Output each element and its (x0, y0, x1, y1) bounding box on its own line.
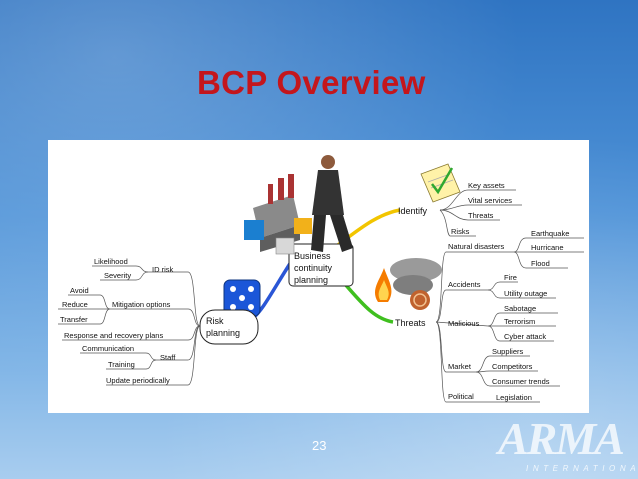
risk-planning-node[interactable]: Risk planning (199, 309, 259, 345)
risk-item[interactable]: Likelihood (94, 257, 128, 266)
threats-node[interactable]: Threats (395, 318, 426, 328)
identify-node[interactable]: Identify (398, 206, 428, 216)
threat-item[interactable]: Sabotage (504, 304, 536, 313)
risk-item[interactable]: Training (108, 360, 135, 369)
risk-category[interactable]: ID risk (152, 265, 173, 274)
page-number: 23 (312, 438, 327, 453)
threat-item[interactable]: Legislation (496, 393, 532, 402)
threat-item[interactable]: Consumer trends (492, 377, 550, 386)
threats-subbranches (435, 237, 584, 403)
center-label-2: continuity (294, 263, 333, 273)
threat-item[interactable]: Flood (531, 259, 550, 268)
factory-icon (244, 174, 312, 255)
threat-item[interactable]: Competitors (492, 362, 533, 371)
threat-item[interactable]: Cyber attack (504, 332, 546, 341)
threat-item[interactable]: Utility outage (504, 289, 547, 298)
businessman-icon (311, 155, 353, 252)
logo-text: ARMA (498, 413, 625, 464)
mind-map-diagram: Business continuity planning (58, 155, 584, 403)
threat-item[interactable]: Earthquake (531, 229, 569, 238)
identify-item[interactable]: Threats (468, 211, 494, 220)
threat-item[interactable]: Hurricane (531, 243, 564, 252)
risk-label-2: planning (206, 328, 240, 338)
threat-item[interactable]: Terrorism (504, 317, 535, 326)
slide-title: BCP Overview (197, 64, 426, 101)
risk-item[interactable]: Avoid (70, 286, 89, 295)
risk-category[interactable]: Mitigation options (112, 300, 171, 309)
mind-map-panel: Business continuity planning (48, 140, 589, 413)
risk-category[interactable]: Update periodically (106, 376, 170, 385)
threat-item[interactable]: Suppliers (492, 347, 524, 356)
threat-category[interactable]: Accidents (448, 280, 481, 289)
threats-icon (374, 258, 442, 310)
risk-item[interactable]: Transfer (60, 315, 88, 324)
risk-item[interactable]: Communication (82, 344, 134, 353)
notepad-icon (420, 163, 461, 203)
risk-subbranches (58, 265, 201, 386)
identify-subbranches (439, 189, 522, 237)
threat-category[interactable]: Political (448, 392, 474, 401)
threats-label: Threats (395, 318, 426, 328)
identify-item[interactable]: Key assets (468, 181, 505, 190)
risk-item[interactable]: Severity (104, 271, 131, 280)
center-label-1: Business (294, 251, 331, 261)
risk-label-1: Risk (206, 316, 224, 326)
risk-category[interactable]: Staff (160, 353, 176, 362)
threat-category[interactable]: Natural disasters (448, 242, 505, 251)
center-label-3: planning (294, 275, 328, 285)
threat-category[interactable]: Malicious (448, 319, 480, 328)
identify-item[interactable]: Risks (451, 227, 470, 236)
arma-logo: ARMA INTERNATIONAL (498, 416, 638, 478)
identify-label: Identify (398, 206, 428, 216)
identify-item[interactable]: Vital services (468, 196, 512, 205)
logo-subtext: INTERNATIONAL (526, 464, 638, 473)
risk-category[interactable]: Response and recovery plans (64, 331, 163, 340)
threat-category[interactable]: Market (448, 362, 472, 371)
dice-icon (223, 279, 261, 317)
threat-item[interactable]: Fire (504, 273, 517, 282)
risk-item[interactable]: Reduce (62, 300, 88, 309)
